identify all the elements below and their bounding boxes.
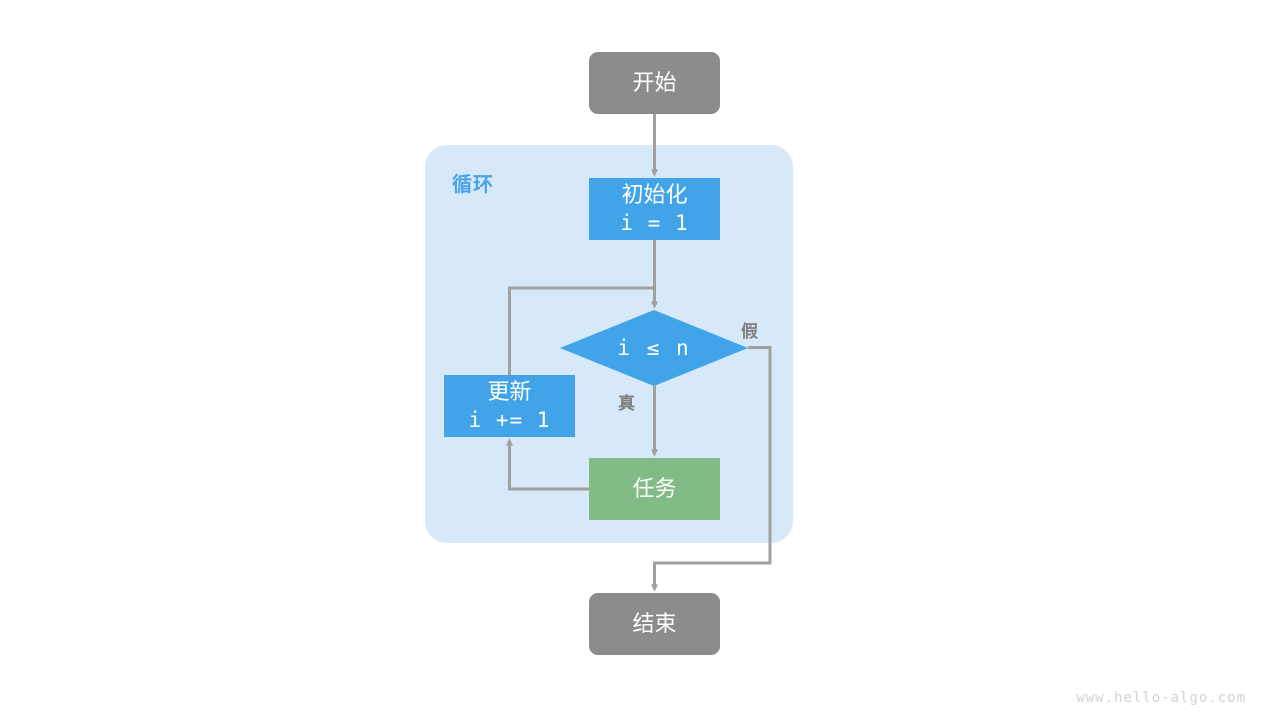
edge-decision-to-end	[651, 346, 772, 592]
loop-container-label: 循环	[452, 174, 494, 196]
node-task[interactable]: 任务	[589, 458, 720, 520]
node-decision[interactable]: i ≤ n	[560, 310, 748, 386]
node-update-expression: i += 1	[468, 407, 551, 432]
watermark-url: www.hello-algo.com	[1076, 690, 1246, 706]
node-task-label: 任务	[632, 475, 677, 501]
node-update[interactable]: 更新 i += 1	[444, 375, 575, 437]
node-decision-expression: i ≤ n	[617, 336, 691, 360]
edge-label-true: 真	[618, 394, 635, 413]
node-end-label: 结束	[632, 610, 677, 636]
edge-task-to-update	[506, 438, 589, 491]
node-update-label: 更新	[487, 379, 532, 405]
node-initialization-expression: i = 1	[620, 210, 689, 235]
node-initialization-label: 初始化	[621, 182, 688, 208]
edge-label-false: 假	[741, 322, 758, 341]
node-end[interactable]: 结束	[589, 593, 720, 655]
edge-update-to-decision	[508, 286, 655, 375]
node-start-label: 开始	[632, 69, 677, 95]
node-start[interactable]: 开始	[589, 52, 720, 114]
node-initialization[interactable]: 初始化 i = 1	[589, 178, 720, 240]
